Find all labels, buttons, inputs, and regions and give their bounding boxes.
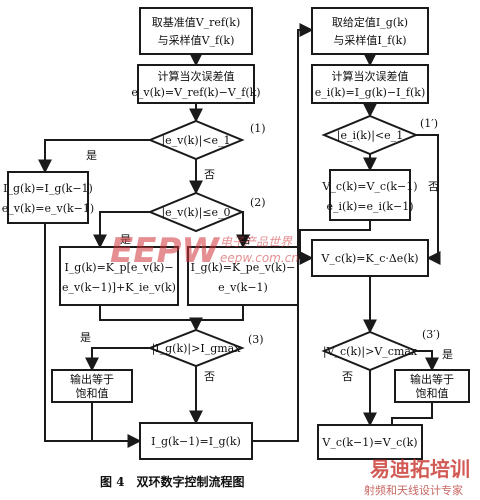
- step-marker-1-prime: (1′): [420, 117, 438, 130]
- node-voltage-error: 计算当次误差值 e_v(k)=V_ref(k)−V_f(k): [131, 64, 261, 104]
- step-marker-2: (2): [250, 196, 266, 209]
- watermark-brand: 易迪拓培训 射频和天线设计专家: [364, 457, 470, 497]
- node-saturate-current-line1: 输出等于: [70, 372, 114, 386]
- node-fetch-voltage-line1: 取基准值V_ref(k): [152, 16, 241, 29]
- node-pi-control-line1: I_g(k)=K_p[e_v(k)−: [64, 261, 173, 274]
- node-voltage-error-line2: e_v(k)=V_ref(k)−V_f(k): [131, 86, 260, 99]
- node-fetch-voltage: 取基准值V_ref(k) 与采样值V_f(k): [139, 7, 253, 55]
- node-saturate-current: 输出等于 饱和值: [51, 369, 133, 403]
- decision-voltage-deadband: |e_v(k)|<e_1: [147, 119, 245, 161]
- branch-label-no-1: 否: [204, 168, 215, 181]
- node-fetch-current: 取给定值I_g(k) 与采样值I_f(k): [311, 7, 429, 55]
- branch-label-yes-5: 是: [442, 348, 453, 361]
- decision-voltage-threshold-text: |e_v(k)|≤e_0: [161, 206, 230, 220]
- branch-labels: 是 否 是 否 是 否 否 是 否 (1) (2) (3) (1′) (3′): [80, 117, 453, 383]
- step-marker-3-prime: (3′): [422, 328, 440, 341]
- node-saturate-voltage-line1: 输出等于: [410, 372, 454, 386]
- node-p-control-current-text: V_c(k)=K_c·Δe(k): [320, 252, 418, 265]
- decision-current-limit: |I_g(k)|>I_gmax: [147, 328, 245, 368]
- decision-current-deadband-text: |e_i(k)|<e_1: [337, 129, 403, 143]
- step-marker-3: (3): [248, 333, 264, 346]
- node-hold-voltage: I_g(k)=I_g(k−1) e_v(k)=e_v(k−1): [2, 171, 94, 224]
- node-p-control-line1: I_g(k)=K_pe_v(k)−: [191, 261, 296, 274]
- branch-label-yes-2: 是: [120, 233, 131, 246]
- node-hold-control-line1: V_c(k)=V_c(k−1): [321, 180, 417, 193]
- branch-label-no-2: 否: [240, 233, 251, 246]
- decision-voltage-deadband-text: |e_v(k)|<e_1: [161, 134, 230, 148]
- node-p-control-current: V_c(k)=K_c·Δe(k): [311, 239, 429, 277]
- node-store-current: I_g(k−1)=I_g(k): [139, 422, 253, 460]
- node-store-control-text: V_c(k−1)=V_c(k): [321, 436, 417, 449]
- node-pi-control-line2: e_v(k−1)]+K_ie_v(k): [62, 281, 176, 294]
- watermark-brand-title: 易迪拓培训: [370, 457, 470, 481]
- node-current-error-line1: 计算当次误差值: [332, 69, 409, 83]
- decision-voltage-limit: |V_c(k)|>V_cmax: [321, 330, 419, 372]
- node-store-current-text: I_g(k−1)=I_g(k): [151, 435, 241, 448]
- node-saturate-voltage-line2: 饱和值: [416, 386, 449, 400]
- node-hold-control-line2: e_i(k)=e_i(k−1): [327, 200, 414, 213]
- decision-current-limit-text: |I_g(k)|>I_gmax: [152, 342, 242, 356]
- node-current-error: 计算当次误差值 e_i(k)=I_g(k)−I_f(k): [311, 64, 429, 104]
- node-hold-voltage-line1: I_g(k)=I_g(k−1): [3, 182, 93, 195]
- watermark-logo-cn: 电子产品世界: [220, 235, 293, 249]
- branch-label-no-5: 否: [342, 370, 353, 383]
- branch-label-yes-3: 是: [80, 331, 91, 344]
- figure-caption: 图 4 双环数字控制流程图: [100, 474, 245, 489]
- node-store-control: V_c(k−1)=V_c(k): [317, 424, 423, 460]
- node-current-error-line2: e_i(k)=I_g(k)−I_f(k): [315, 86, 426, 99]
- node-hold-control: V_c(k)=V_c(k−1) e_i(k)=e_i(k−1): [321, 169, 418, 221]
- node-saturate-current-line2: 饱和值: [76, 386, 109, 400]
- node-p-control: I_g(k)=K_pe_v(k)− e_v(k−1): [187, 246, 299, 306]
- node-saturate-voltage: 输出等于 饱和值: [394, 369, 470, 403]
- connectors-current-loop: [299, 52, 441, 427]
- node-fetch-current-line2: 与采样值I_f(k): [333, 33, 406, 47]
- node-hold-voltage-line2: e_v(k)=e_v(k−1): [2, 202, 94, 215]
- node-fetch-current-line1: 取给定值I_g(k): [332, 15, 408, 29]
- watermark-brand-subtitle: 射频和天线设计专家: [364, 483, 463, 497]
- step-marker-1: (1): [250, 122, 266, 135]
- branch-label-yes-1: 是: [86, 149, 97, 162]
- watermark-url: eepw.com.cn: [220, 251, 299, 265]
- decision-voltage-limit-text: |V_c(k)|>V_cmax: [323, 345, 418, 359]
- decision-current-deadband: |e_i(k)|<e_1: [321, 114, 419, 156]
- node-p-control-line2: e_v(k−1): [218, 281, 268, 294]
- branch-label-no-4: 否: [428, 180, 439, 193]
- watermark-logo: EEPW: [110, 231, 220, 271]
- node-fetch-voltage-line2: 与采样值V_f(k): [158, 33, 235, 47]
- watermark-eepw: EEPW 电子产品世界 eepw.com.cn: [110, 231, 299, 271]
- decision-voltage-threshold: |e_v(k)|≤e_0: [147, 191, 245, 233]
- node-pi-control: I_g(k)=K_p[e_v(k)− e_v(k−1)]+K_ie_v(k): [59, 246, 179, 306]
- branch-label-no-3: 否: [204, 370, 215, 383]
- node-voltage-error-line1: 计算当次误差值: [158, 69, 235, 83]
